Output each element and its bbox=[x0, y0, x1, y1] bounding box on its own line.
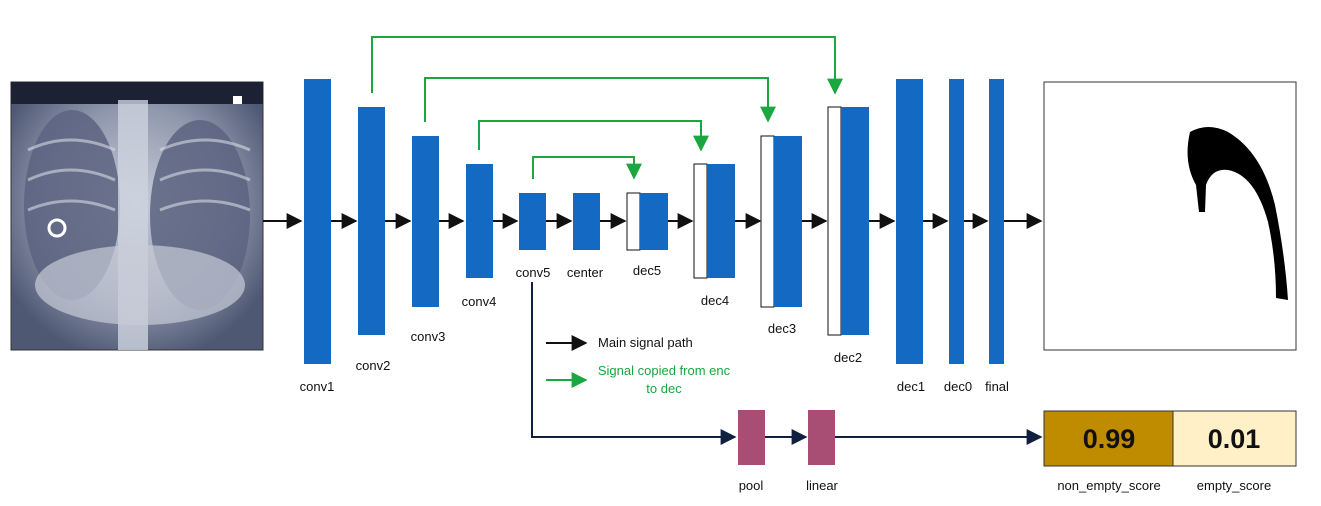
conv3-block bbox=[412, 136, 439, 307]
dec0-label: dec0 bbox=[944, 379, 972, 394]
linear-label: linear bbox=[806, 478, 838, 493]
final-block bbox=[989, 79, 1004, 364]
conv2-label: conv2 bbox=[356, 358, 391, 373]
segmentation-mask-image bbox=[1043, 81, 1297, 351]
final-label: final bbox=[985, 379, 1009, 394]
legend-skip-label-line2: to dec bbox=[646, 381, 682, 396]
conv4-label: conv4 bbox=[462, 294, 497, 309]
skip-connections bbox=[371, 36, 843, 180]
classifier-blocks bbox=[738, 410, 835, 465]
legend-main-label: Main signal path bbox=[598, 335, 693, 350]
empty-score-value: 0.01 bbox=[1208, 424, 1261, 454]
empty-score-box bbox=[1172, 410, 1297, 467]
dec5-label: dec5 bbox=[633, 263, 661, 278]
dec2-copy bbox=[827, 106, 842, 336]
conv1-label: conv1 bbox=[300, 379, 335, 394]
skip-conv5-dec5 bbox=[532, 156, 642, 180]
legend: Main signal path Signal copied from enc … bbox=[546, 335, 731, 396]
dec5-copy bbox=[626, 192, 641, 251]
dec3-label: dec3 bbox=[768, 321, 796, 336]
conv2-block bbox=[358, 107, 385, 335]
dec2-label: dec2 bbox=[834, 350, 862, 365]
linear-block bbox=[808, 410, 835, 465]
dec3-block bbox=[774, 136, 802, 307]
score-boxes: 0.99 0.01 non_empty_score empty_score bbox=[1043, 410, 1297, 493]
center-block bbox=[573, 193, 600, 250]
chest-xray-image bbox=[10, 81, 264, 351]
non-empty-score-box bbox=[1043, 410, 1174, 467]
dec5-block bbox=[640, 193, 668, 250]
dec0-block bbox=[949, 79, 964, 364]
dec1-label: dec1 bbox=[897, 379, 925, 394]
dec4-label: dec4 bbox=[701, 293, 729, 308]
pool-block bbox=[738, 410, 765, 465]
non-empty-score-label: non_empty_score bbox=[1057, 478, 1160, 493]
conv5-block bbox=[519, 193, 546, 250]
decoder-blocks bbox=[626, 79, 1004, 364]
conv4-block bbox=[466, 164, 493, 278]
encoder-blocks bbox=[304, 79, 600, 364]
pool-label: pool bbox=[739, 478, 764, 493]
non-empty-score-value: 0.99 bbox=[1083, 424, 1136, 454]
legend-skip-label-line1: Signal copied from enc bbox=[598, 363, 731, 378]
block-labels: conv1 conv2 conv3 conv4 conv5 center dec… bbox=[300, 263, 1009, 493]
conv5-label: conv5 bbox=[516, 265, 551, 280]
dec3-copy bbox=[760, 135, 775, 308]
skip-conv4-dec4 bbox=[478, 120, 709, 152]
classifier-path bbox=[531, 282, 1043, 445]
center-label: center bbox=[567, 265, 604, 280]
dec2-block bbox=[841, 107, 869, 335]
skip-conv3-dec3 bbox=[424, 77, 776, 123]
conv1-block bbox=[304, 79, 331, 364]
dec4-copy bbox=[693, 163, 708, 279]
skip-conv2-dec2 bbox=[371, 36, 843, 95]
conv3-label: conv3 bbox=[411, 329, 446, 344]
dec1-block bbox=[896, 79, 923, 364]
dec4-block bbox=[707, 164, 735, 278]
empty-score-label: empty_score bbox=[1197, 478, 1271, 493]
